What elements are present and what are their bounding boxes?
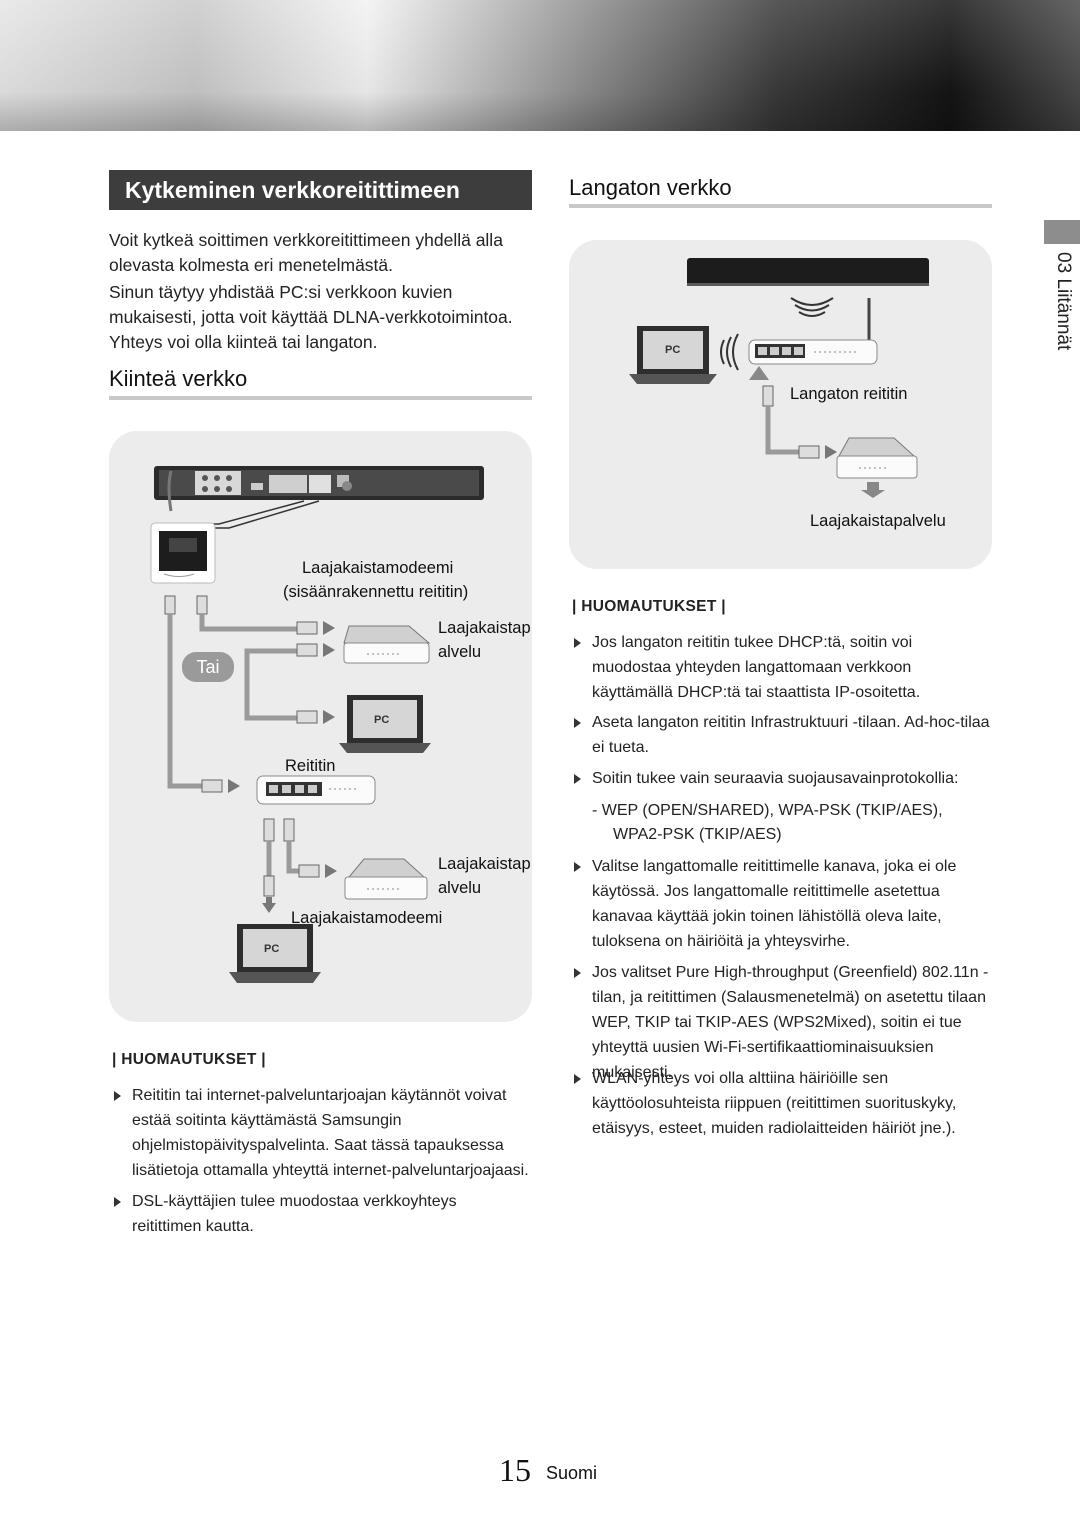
bullet-arrow-icon: [574, 1074, 581, 1084]
service-label-2a: Laajakaistap: [438, 855, 531, 873]
page-language: Suomi: [546, 1463, 598, 1483]
broadband-modem-2: [344, 858, 428, 900]
notes-title-right: | HUOMAUTUKSET |: [572, 598, 726, 615]
bullet-arrow-icon: [114, 1197, 121, 1207]
laptop-pc-2: PC: [229, 924, 321, 983]
chapter-tab-marker: [1044, 220, 1080, 244]
protocols-line-1: - WEP (OPEN/SHARED), WPA-PSK (TKIP/AES),: [592, 802, 943, 819]
section-title: Kytkeminen verkkoreitittimeen: [109, 170, 532, 210]
note-right-3: Soitin tukee vain seuraavia suojausavain…: [570, 766, 995, 791]
broadband-service-label: Laajakaistapalvelu: [810, 512, 946, 530]
modem-label-2: (sisäänrakennettu reititin): [283, 583, 469, 601]
broadband-modem: [836, 437, 918, 479]
header-banner: [0, 0, 1080, 131]
note-right-6: WLAN-yhteys voi olla alttiina häiriöille…: [570, 1066, 995, 1141]
wifi-waves-icon: [720, 297, 834, 371]
bullet-arrow-icon: [574, 718, 581, 728]
lan-jack: [150, 522, 216, 584]
modem-label-1: Laajakaistamodeemi: [302, 559, 454, 577]
note-left-2: DSL-käyttäjien tulee muodostaa verkkoyht…: [110, 1189, 530, 1239]
down-arrow-icon: [861, 482, 885, 498]
wired-network-diagram: PC PC: [150, 466, 484, 983]
service-label-1a: Laajakaistap: [438, 619, 531, 637]
wireless-heading-rule: [569, 204, 992, 208]
protocols-line-2: WPA2-PSK (TKIP/AES): [613, 826, 782, 843]
or-badge: Tai: [182, 652, 234, 682]
service-label-2b: alvelu: [438, 879, 482, 897]
service-label-1b: alvelu: [438, 643, 482, 661]
modem-label-3: Laajakaistamodeemi: [291, 909, 443, 927]
wired-heading: Kiinteä verkko: [109, 366, 248, 391]
bullet-arrow-icon: [574, 774, 581, 784]
laptop-pc-1: PC: [339, 695, 431, 753]
wireless-router: [748, 298, 878, 365]
note-right-2: Aseta langaton reititin Infrastruktuuri …: [570, 710, 995, 760]
intro-paragraph-2: Sinun täytyy yhdistää PC:si verkkoon kuv…: [109, 282, 513, 352]
intro-paragraph-1: Voit kytkeä soittimen verkkoreitittimeen…: [109, 230, 503, 275]
wireless-network-diagram: PC: [629, 258, 929, 498]
bullet-arrow-icon: [574, 862, 581, 872]
bullet-arrow-icon: [574, 968, 581, 978]
chapter-label: 03 Liitännät: [1053, 252, 1074, 351]
player-rear-panel: [154, 466, 484, 512]
laptop-pc: PC: [629, 326, 717, 384]
notes-title-left: | HUOMAUTUKSET |: [112, 1051, 266, 1068]
note-right-4: Valitse langattomalle reitittimelle kana…: [570, 854, 995, 954]
page-number: 15: [499, 1452, 531, 1488]
broadband-modem-1: [343, 625, 431, 664]
up-arrow-icon: [749, 366, 769, 380]
svg-text:PC: PC: [665, 344, 680, 356]
router: [256, 775, 376, 805]
svg-text:PC: PC: [374, 714, 389, 726]
wired-heading-rule: [109, 396, 532, 400]
note-right-5: Jos valitset Pure High-throughput (Green…: [570, 960, 995, 1085]
note-left-1: Reititin tai internet-palveluntarjoajan …: [110, 1083, 530, 1183]
svg-text:PC: PC: [264, 943, 279, 955]
router-label: Reititin: [285, 757, 336, 775]
wireless-heading: Langaton verkko: [569, 175, 732, 200]
wireless-router-label: Langaton reititin: [790, 385, 908, 403]
blu-ray-player: [687, 258, 929, 286]
bullet-arrow-icon: [114, 1091, 121, 1101]
note-right-1: Jos langaton reititin tukee DHCP:tä, soi…: [570, 630, 995, 705]
wireless-diagram-panel: [569, 240, 992, 569]
bullet-arrow-icon: [574, 638, 581, 648]
